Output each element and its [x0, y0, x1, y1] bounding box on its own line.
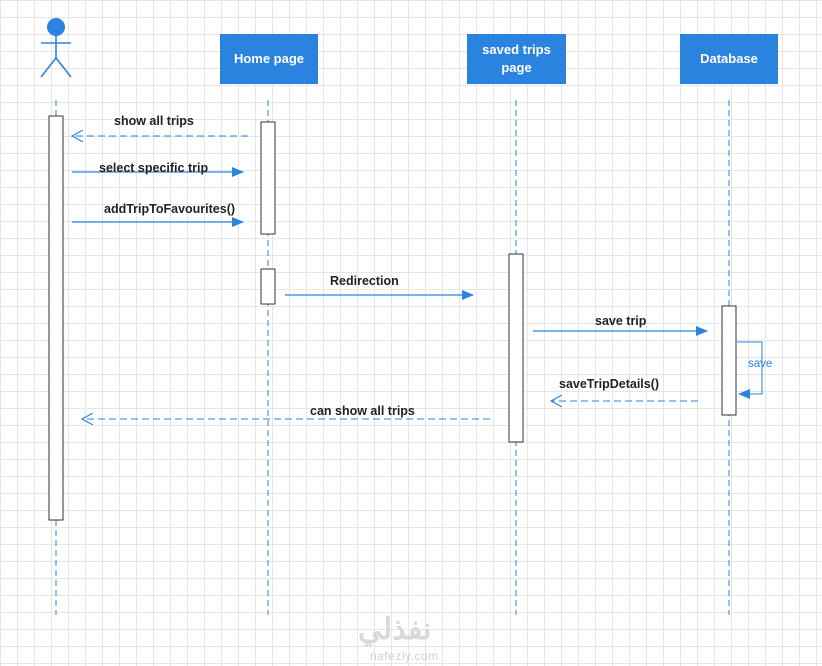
- select-specific-trip-label: select specific trip: [99, 161, 209, 175]
- saved-trips-page-lifeline-box: saved trips page: [467, 34, 566, 84]
- saved-trips-page-label-line2: page: [501, 60, 532, 75]
- show-all-trips-label: show all trips: [114, 114, 194, 128]
- home-page-lifeline-box: Home page: [220, 34, 318, 84]
- actor-figure: [40, 18, 72, 78]
- saved-trips-page-label-line1: saved trips: [482, 42, 551, 57]
- home-page-activation-2: [260, 268, 276, 305]
- can-show-all-trips-label: can show all trips: [310, 404, 415, 418]
- redirection-label: Redirection: [330, 274, 399, 288]
- add-trip-to-favourites-label: addTripToFavourites(): [104, 202, 236, 216]
- watermark-arabic: نفذلي: [358, 613, 432, 646]
- save-self-label: save: [748, 358, 773, 370]
- home-page-activation-1: [260, 121, 276, 235]
- save-trip-label: save trip: [595, 314, 647, 328]
- home-page-label: Home page: [233, 51, 305, 66]
- database-activation: [721, 305, 737, 416]
- watermark-url: nafezly.com: [370, 649, 439, 663]
- saved-trips-page-activation: [508, 253, 524, 443]
- save-trip-details-label: saveTripDetails(): [559, 377, 660, 391]
- save-self-arrow: [737, 341, 763, 399]
- actor-activation: [48, 115, 64, 521]
- database-label: Database: [700, 51, 758, 66]
- database-lifeline-box: Database: [680, 34, 778, 84]
